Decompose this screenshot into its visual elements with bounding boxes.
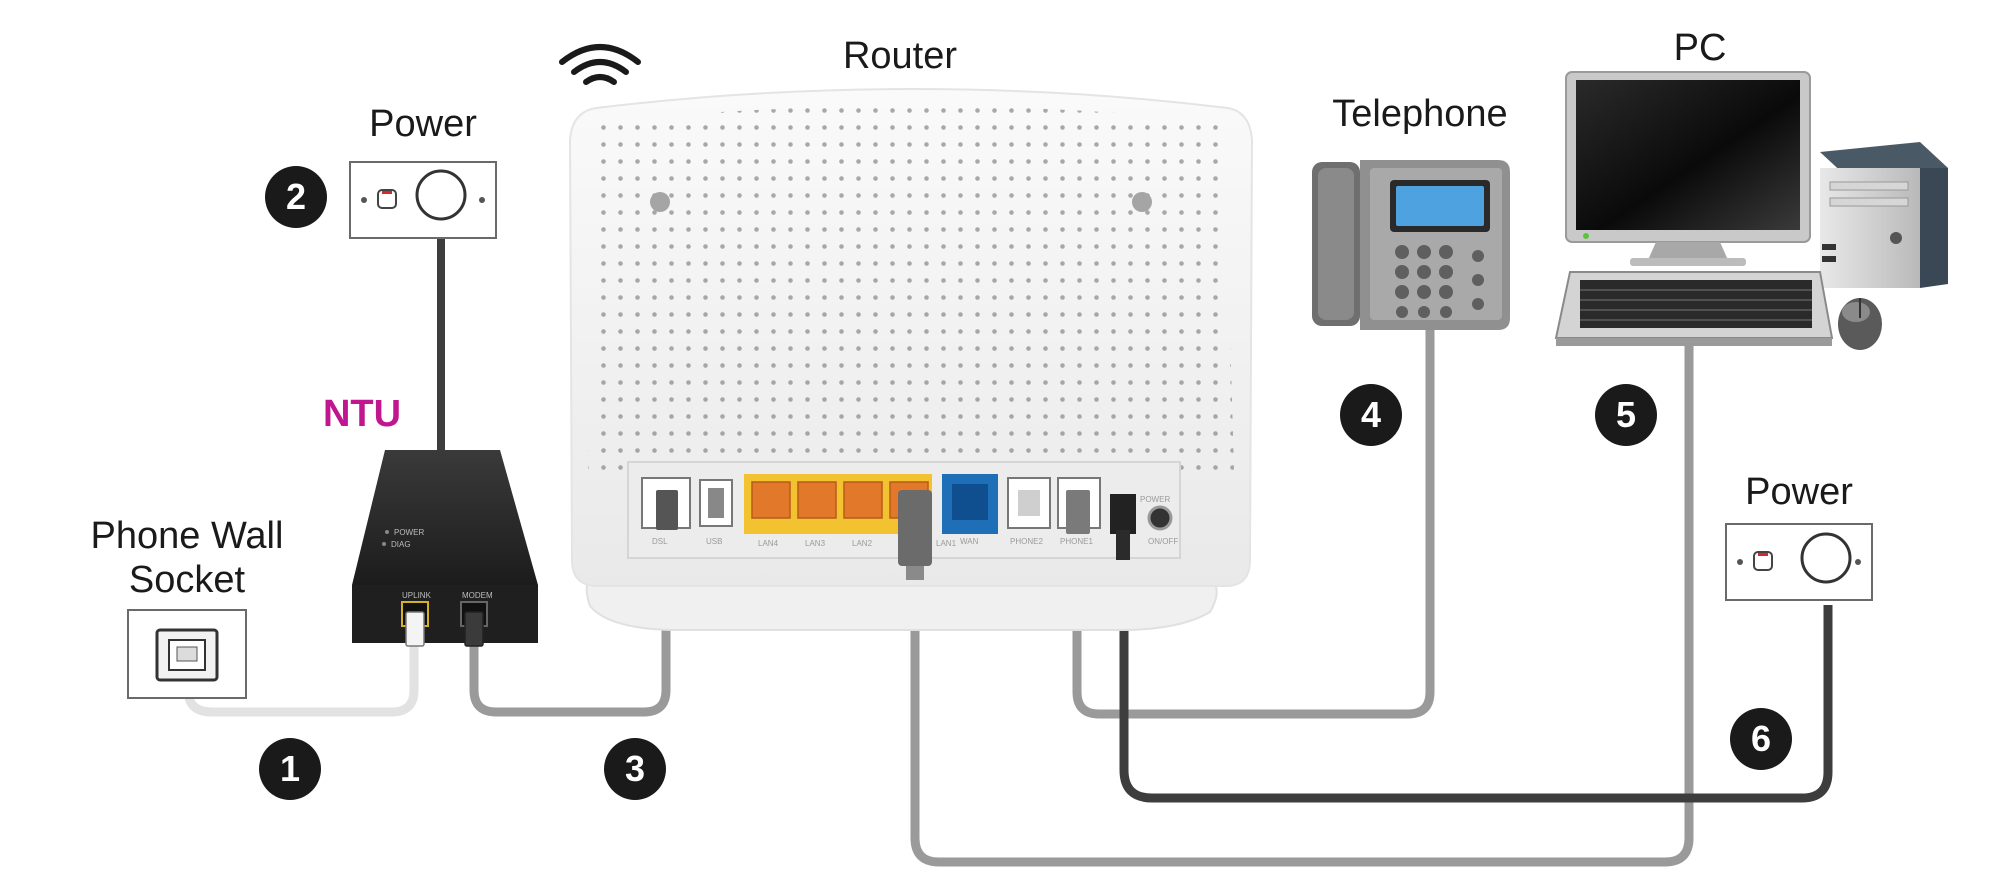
cable-telephone <box>1072 325 1435 719</box>
wifi-icon <box>559 44 641 85</box>
power-socket-top <box>349 161 497 239</box>
ntu-port-modem-label: MODEM <box>462 591 493 600</box>
label-power-right: Power <box>1745 471 1853 513</box>
ntu-led-power: POWER <box>394 528 424 537</box>
router-port-power[interactable] <box>1110 494 1136 534</box>
phone-wall-socket <box>127 609 247 699</box>
router-port-label-wan: WAN <box>960 537 979 546</box>
label-phone-wall-socket: Phone Wall Socket <box>90 515 284 601</box>
router-port-label-phone2: PHONE2 <box>1010 537 1043 546</box>
pc-keyboard <box>1554 271 1834 346</box>
router-port-label-lan2: LAN2 <box>852 539 873 548</box>
step-badge-6: 6 <box>1730 708 1792 770</box>
label-router: Router <box>842 35 958 77</box>
step-badge-5: 5 <box>1595 384 1657 446</box>
step-badge-2: 2 <box>265 166 327 228</box>
pc-tower <box>1820 142 1948 288</box>
telephone-keypad <box>1395 245 1484 318</box>
label-ntu: NTU <box>322 393 402 435</box>
cable-dsl <box>469 540 671 717</box>
router-port-lan2[interactable] <box>843 481 883 519</box>
pc-mouse <box>1838 298 1882 350</box>
step-badge-3: 3 <box>604 738 666 800</box>
router-device: DSL USB LAN4 LAN3 LAN2 LAN1 WAN PHONE2 P… <box>568 88 1254 631</box>
router-port-label-phone1: PHONE1 <box>1060 537 1093 546</box>
pc-device <box>1554 71 1948 350</box>
power-socket-right <box>1725 523 1873 601</box>
router-port-label-usb: USB <box>706 537 722 546</box>
router-port-label-lan3: LAN3 <box>805 539 826 548</box>
router-port-label-lan4: LAN4 <box>758 539 779 548</box>
ntu-device: POWER DIAG UPLINK MODEM <box>352 450 538 647</box>
ntu-port-uplink-label: UPLINK <box>402 591 432 600</box>
router-port-label-power: POWER <box>1140 495 1170 504</box>
router-port-label-dsl: DSL <box>652 537 668 546</box>
router-port-lan4[interactable] <box>751 481 791 519</box>
cable-ethernet-pc <box>910 340 1694 867</box>
router-port-usb[interactable] <box>699 479 733 527</box>
router-port-lan3[interactable] <box>797 481 837 519</box>
label-telephone: Telephone <box>1332 93 1508 135</box>
router-port-label-on-off: ON/OFF <box>1148 537 1178 546</box>
step-badge-1: 1 <box>259 738 321 800</box>
label-power-top: Power <box>369 103 477 145</box>
telephone-device <box>1312 160 1510 330</box>
router-on-off-button[interactable] <box>1147 505 1173 531</box>
step-badge-4: 4 <box>1340 384 1402 446</box>
router-port-label-lan1: LAN1 <box>936 539 957 548</box>
cable-router-power <box>1119 580 1833 803</box>
label-pc: PC <box>1673 27 1727 69</box>
ntu-led-diag: DIAG <box>391 540 411 549</box>
